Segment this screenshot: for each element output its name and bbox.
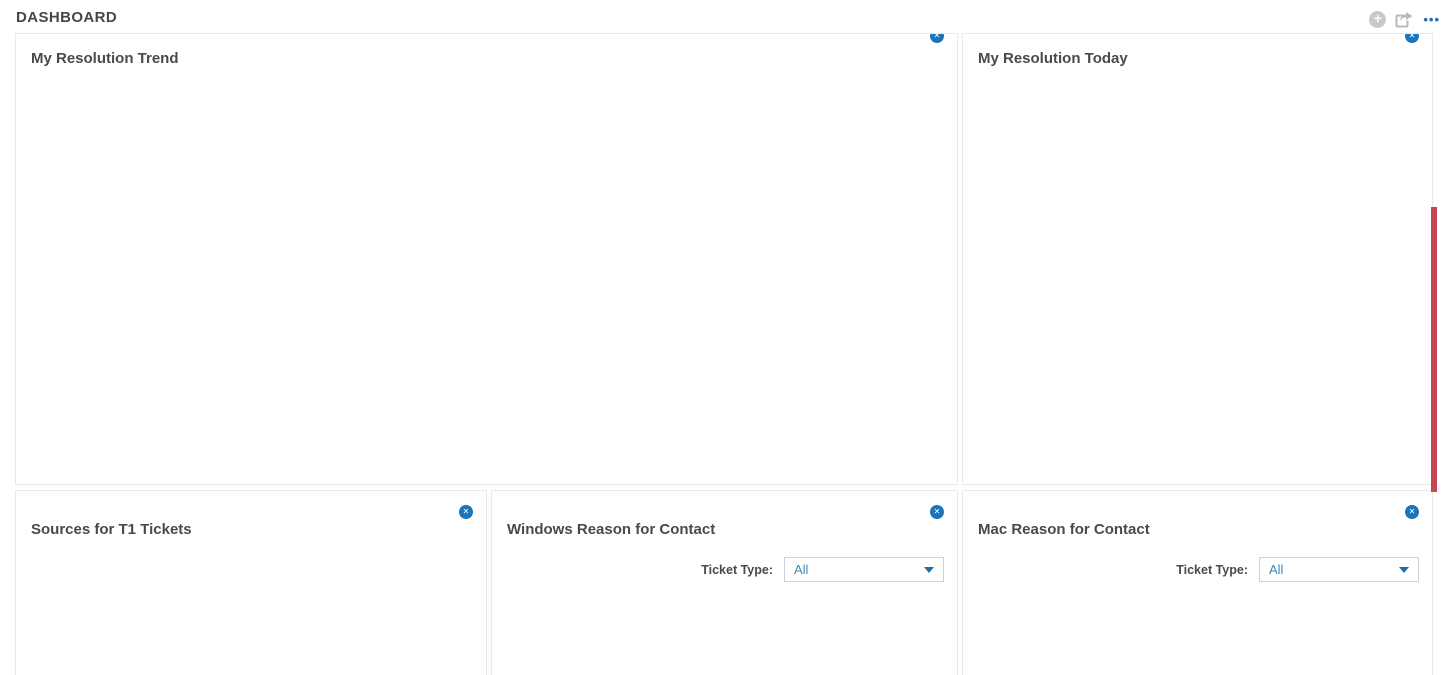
ticket-type-selected-value: All [1269,562,1284,577]
panel-mac-reason-for-contact: ✕ Mac Reason for Contact Ticket Type: Al… [962,490,1433,675]
close-panel-icon[interactable]: ✕ [1405,34,1419,43]
ticket-type-filter: Ticket Type: All [701,557,944,582]
header-bar: DASHBOARD + ••• [0,0,1452,33]
panel-my-resolution-trend: ✕ My Resolution Trend [15,33,958,485]
panel-title: Sources for T1 Tickets [31,521,192,538]
page-title: DASHBOARD [16,9,118,26]
panel-windows-reason-for-contact: ✕ Windows Reason for Contact Ticket Type… [491,490,958,675]
ticket-type-label: Ticket Type: [701,562,773,577]
close-panel-icon[interactable]: ✕ [1405,505,1419,519]
chevron-down-icon [1399,566,1409,573]
header-actions: + ••• [1369,11,1440,28]
panel-title: Mac Reason for Contact [978,521,1150,538]
panel-title: My Resolution Trend [31,50,179,67]
panel-title: My Resolution Today [978,50,1128,67]
add-widget-button[interactable]: + [1369,11,1387,28]
red-indicator-bar [1431,207,1437,492]
more-options-button[interactable]: ••• [1423,11,1440,28]
panel-sources-for-t1-tickets: ✕ Sources for T1 Tickets [15,490,487,675]
ticket-type-label: Ticket Type: [1176,562,1248,577]
ticket-type-dropdown[interactable]: All [784,557,944,582]
close-panel-icon[interactable]: ✕ [459,505,473,519]
close-panel-icon[interactable]: ✕ [930,34,944,43]
ticket-type-dropdown[interactable]: All [1259,557,1419,582]
panel-my-resolution-today: ✕ My Resolution Today [962,33,1433,485]
ellipsis-icon: ••• [1423,12,1440,27]
ticket-type-selected-value: All [794,562,809,577]
share-dashboard-button[interactable] [1395,11,1414,28]
ticket-type-filter: Ticket Type: All [1176,557,1419,582]
plus-circle-icon: + [1369,11,1387,28]
close-panel-icon[interactable]: ✕ [930,505,944,519]
panel-title: Windows Reason for Contact [507,521,716,538]
share-icon [1395,12,1413,28]
chevron-down-icon [924,566,934,573]
